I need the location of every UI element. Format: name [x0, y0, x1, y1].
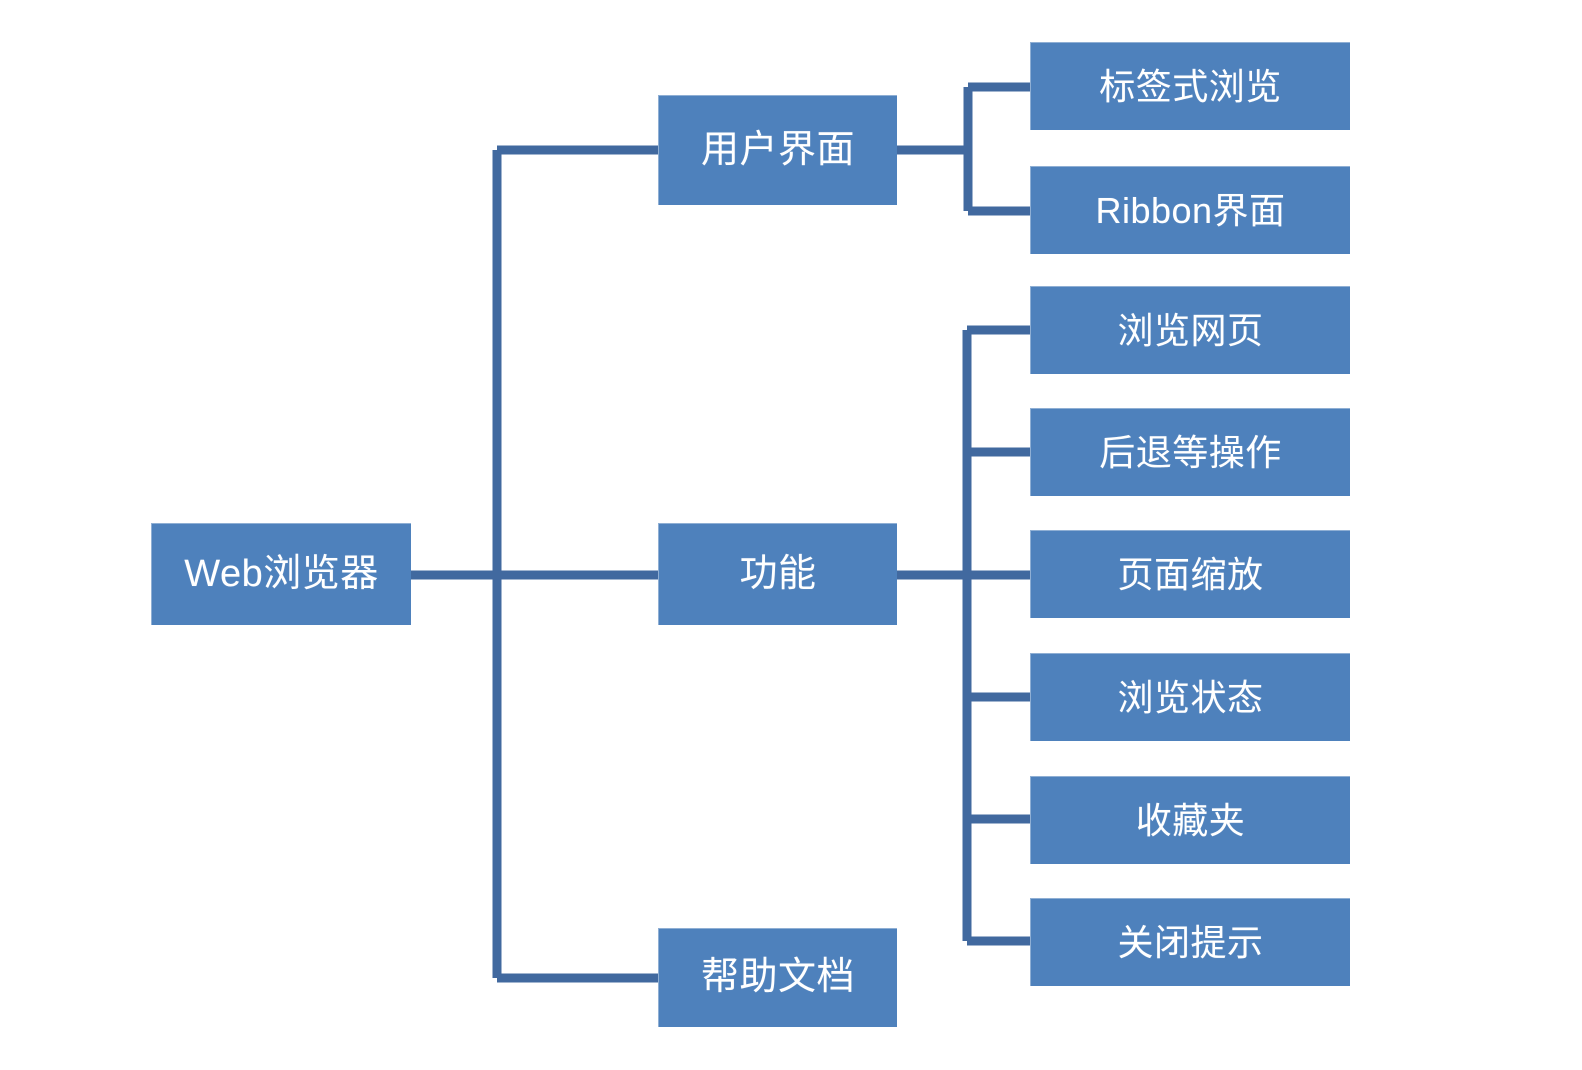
node-branch-ui-label: 用户界面 [700, 128, 855, 171]
node-branch-function[interactable]: 功能 [658, 523, 897, 625]
node-root-label: Web浏览器 [184, 552, 379, 595]
node-branch-help-label: 帮助文档 [700, 956, 855, 999]
node-leaf-page-zoom-label: 页面缩放 [1117, 553, 1264, 595]
node-leaf-back-operations[interactable]: 后退等操作 [1030, 408, 1350, 496]
node-leaf-browse-webpage[interactable]: 浏览网页 [1030, 286, 1350, 374]
node-leaf-browse-webpage-label: 浏览网页 [1117, 309, 1264, 351]
node-branch-ui[interactable]: 用户界面 [658, 95, 897, 205]
node-leaf-browse-status[interactable]: 浏览状态 [1030, 653, 1350, 741]
node-branch-function-label: 功能 [739, 552, 817, 595]
node-leaf-tabbed-browsing[interactable]: 标签式浏览 [1030, 42, 1350, 130]
node-leaf-ribbon-ui-label: Ribbon界面 [1095, 189, 1286, 231]
node-leaf-close-prompt[interactable]: 关闭提示 [1030, 898, 1350, 986]
node-leaf-close-prompt-label: 关闭提示 [1117, 921, 1264, 963]
node-leaf-favorites-label: 收藏夹 [1135, 799, 1246, 841]
node-leaf-page-zoom[interactable]: 页面缩放 [1030, 530, 1350, 618]
node-leaf-browse-status-label: 浏览状态 [1117, 676, 1264, 718]
node-branch-help[interactable]: 帮助文档 [658, 928, 897, 1027]
node-root[interactable]: Web浏览器 [151, 523, 411, 625]
node-leaf-tabbed-browsing-label: 标签式浏览 [1099, 65, 1282, 107]
node-leaf-favorites[interactable]: 收藏夹 [1030, 776, 1350, 864]
node-leaf-ribbon-ui[interactable]: Ribbon界面 [1030, 166, 1350, 254]
node-leaf-back-operations-label: 后退等操作 [1099, 431, 1282, 473]
